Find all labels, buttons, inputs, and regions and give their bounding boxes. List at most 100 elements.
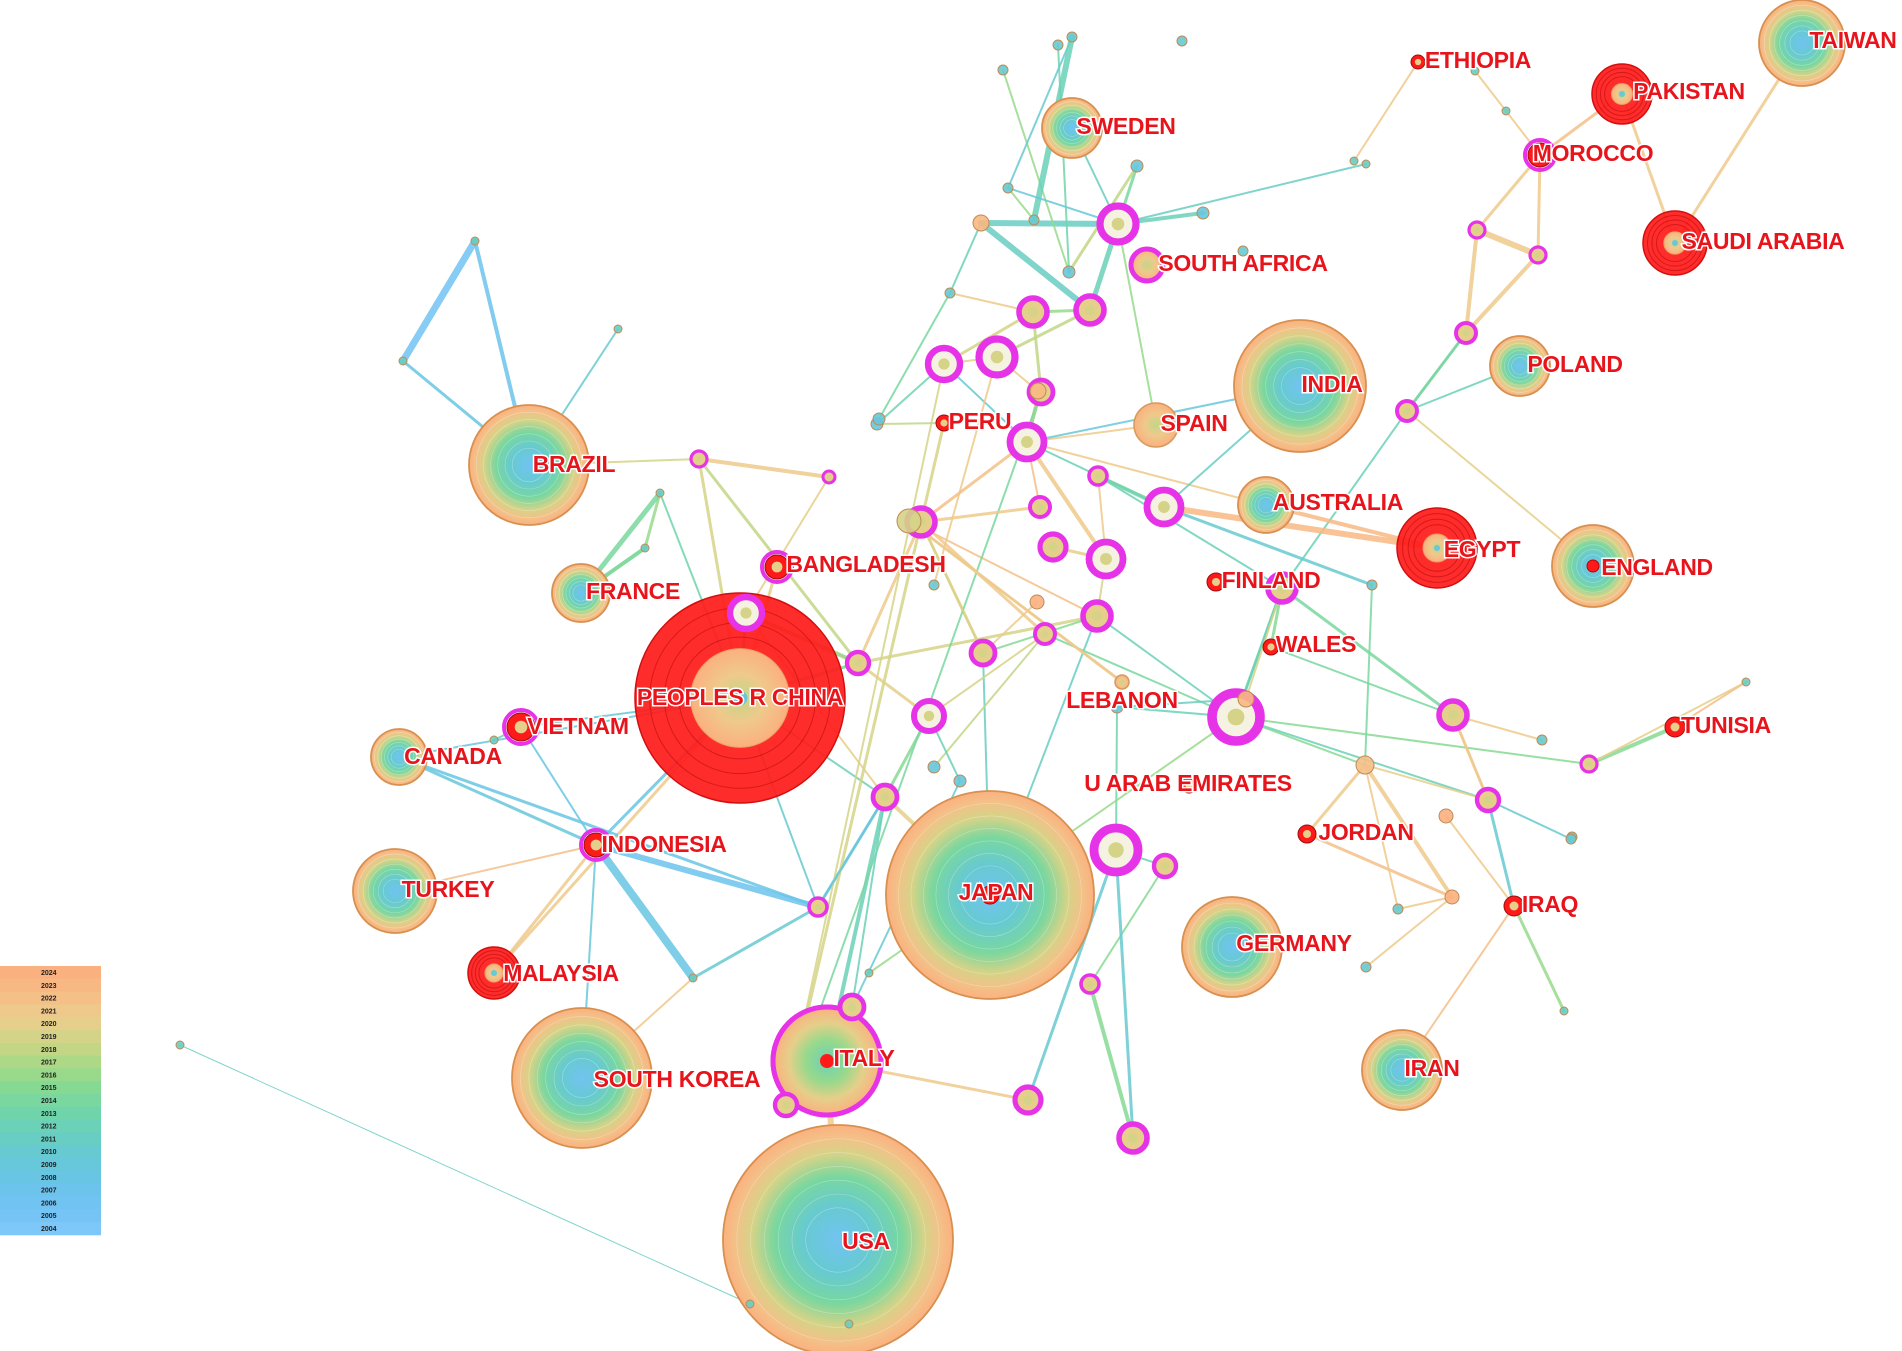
node-h68[interactable] [997,64,1009,76]
node-h80[interactable] [1559,1006,1569,1016]
node-canada[interactable] [370,728,428,786]
node-h75[interactable] [640,543,650,553]
node-h21[interactable] [1467,220,1487,240]
node-u-arab-emirates[interactable] [1180,776,1198,794]
node-indonesia[interactable] [579,828,613,862]
node-h54[interactable] [1366,579,1378,591]
node-iraq[interactable] [1503,895,1525,917]
node-iran[interactable] [1361,1029,1443,1111]
node-h85[interactable] [688,973,698,983]
node-saudi-arabia[interactable] [1642,210,1708,276]
node-h86[interactable] [864,968,874,978]
node-h76[interactable] [489,735,499,745]
node-h69[interactable] [1052,39,1064,51]
node-h37[interactable] [911,698,947,734]
node-h77[interactable] [175,1040,185,1050]
node-h40[interactable] [953,774,967,788]
node-h34[interactable] [689,449,709,469]
node-h58[interactable] [1438,808,1454,824]
node-h36[interactable] [870,782,900,812]
node-h83[interactable] [928,579,940,591]
node-h66[interactable] [927,760,941,774]
node-peru[interactable] [935,414,953,432]
node-jordan[interactable] [1297,824,1317,844]
node-h3[interactable] [1073,293,1107,327]
node-peoples-r-china[interactable] [634,592,846,804]
node-h39[interactable] [1110,700,1124,714]
node-south-africa[interactable] [1128,246,1166,284]
node-h14[interactable] [726,593,766,633]
node-lebanon[interactable] [1114,674,1130,690]
node-h74[interactable] [655,488,665,498]
node-h52[interactable] [1028,495,1052,519]
node-japan[interactable] [885,790,1095,1000]
node-h73[interactable] [613,324,623,334]
node-h27[interactable] [1151,852,1179,880]
node-h55[interactable] [1444,889,1460,905]
node-wales[interactable] [1262,638,1280,656]
node-h2[interactable] [1016,295,1050,329]
node-h38[interactable] [1029,594,1045,610]
node-h23[interactable] [1474,786,1502,814]
node-h48[interactable] [1028,214,1040,226]
node-h31[interactable] [1012,1084,1044,1116]
node-h81[interactable] [1741,677,1751,687]
node-h26[interactable] [1436,698,1470,732]
node-h71[interactable] [470,236,480,246]
node-h22[interactable] [1528,245,1548,265]
node-h64[interactable] [944,287,956,299]
node-h10[interactable] [968,638,998,668]
node-h49[interactable] [1062,265,1076,279]
node-h9[interactable] [1080,599,1114,633]
node-h24[interactable] [1579,754,1599,774]
node-h57[interactable] [1360,961,1372,973]
node-h43[interactable] [1196,206,1210,220]
node-h50[interactable] [1130,159,1144,173]
node-sweden[interactable] [1041,97,1103,159]
node-h82[interactable] [1565,833,1577,845]
node-h63[interactable] [1470,66,1480,76]
node-morocco[interactable] [1523,138,1557,172]
node-h30[interactable] [1089,823,1143,877]
node-h84[interactable] [821,469,837,485]
node-h20[interactable] [1454,321,1478,345]
node-h56[interactable] [1392,903,1404,915]
node-h51[interactable] [1237,245,1249,257]
node-bangladesh[interactable] [760,550,794,584]
node-h72[interactable] [398,356,408,366]
node-h42[interactable] [1029,382,1047,400]
node-h78[interactable] [745,1299,755,1309]
node-h44[interactable] [972,214,990,232]
node-tunisia[interactable] [1664,716,1686,738]
node-germany[interactable] [1181,896,1283,998]
node-h35[interactable] [807,896,829,918]
node-finland[interactable] [1206,572,1226,592]
node-h18[interactable] [1265,571,1299,605]
node-india[interactable] [1233,319,1367,453]
node-h67[interactable] [872,412,886,426]
node-h7[interactable] [1143,486,1185,528]
node-h61[interactable] [1349,156,1359,166]
node-h33[interactable] [772,1091,800,1119]
node-h29[interactable] [1116,1121,1150,1155]
node-h15[interactable] [837,992,867,1022]
node-h6[interactable] [1006,421,1048,463]
node-spain[interactable] [1133,402,1179,448]
node-h8[interactable] [1085,538,1127,580]
node-taiwan[interactable] [1758,0,1846,87]
node-vietnam[interactable] [502,708,540,746]
node-egypt[interactable] [1396,507,1478,589]
node-h32[interactable] [1037,531,1069,563]
node-h53[interactable] [1087,465,1109,487]
node-h19[interactable] [1395,399,1419,423]
node-pakistan[interactable] [1591,63,1653,125]
node-h25[interactable] [1355,755,1375,775]
node-poland[interactable] [1489,335,1551,397]
node-h87[interactable] [1361,159,1371,169]
node-ethiopia[interactable] [1410,54,1426,70]
node-h41[interactable] [975,335,1019,379]
node-turkey[interactable] [352,848,438,934]
node-h12[interactable] [896,508,922,534]
node-h4[interactable] [924,344,964,384]
node-h28[interactable] [1079,973,1101,995]
